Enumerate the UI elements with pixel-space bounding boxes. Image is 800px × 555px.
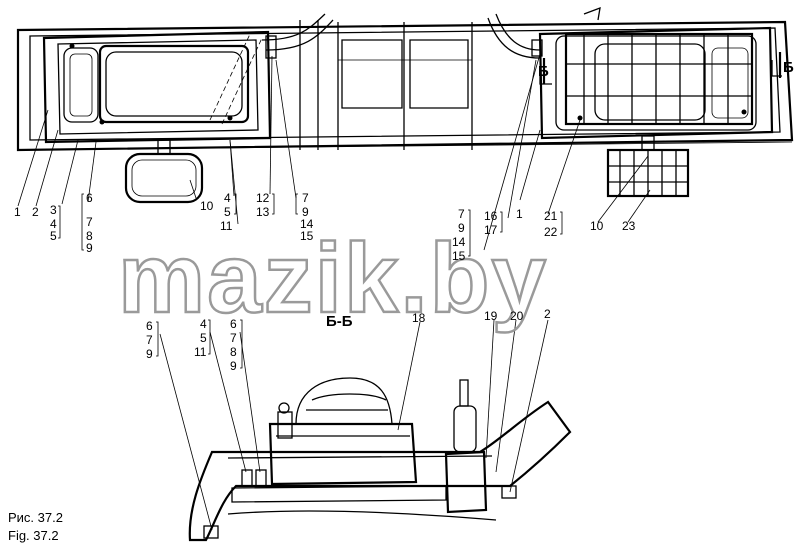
callout: 12 [256,191,270,205]
callout: 1 [14,205,21,219]
callout: 17 [484,223,498,237]
callout: 22 [544,225,558,239]
callout: 10 [590,219,604,233]
watermark: mazik.by [118,223,548,333]
section-view [188,377,572,542]
callout: 7 [230,331,237,345]
callout: 9 [230,359,237,373]
top-leader-lines [17,53,651,251]
callout: 21 [544,209,558,223]
callout: 20 [510,309,524,323]
callout: 5 [200,331,207,345]
section-callouts: 6 7 9 4 5 11 6 7 8 9 18 19 20 2 [146,307,551,373]
callout: 9 [302,205,309,219]
callout: 7 [146,333,153,347]
section-title: Б-Б [326,313,353,330]
right-headlamp-housing [487,6,782,140]
callout: 7 [302,191,309,205]
callout: 1 [516,207,523,221]
section-leader-lines [159,319,549,531]
callout: 4 [50,217,57,231]
caption-ru: Рис. 37.2 [8,510,63,525]
callout: 19 [484,309,498,323]
callout: 7 [86,215,93,229]
hose [261,13,334,59]
callout: 16 [484,209,498,223]
top-callouts: 1 2 3 4 5 6 7 8 9 10 4 5 11 12 13 7 9 14… [14,191,636,263]
section-marker-left: Б [538,63,549,80]
callout: 15 [300,229,314,243]
callout: 15 [452,249,466,263]
callout: 5 [50,229,57,243]
callout: 9 [146,347,153,361]
callout: 9 [86,241,93,255]
callout: 10 [200,199,214,213]
section-markers: Б Б [538,52,794,84]
callout: 4 [200,317,207,331]
callout: 2 [544,307,551,321]
callout: 9 [458,221,465,235]
right-fog-lamp [606,135,690,198]
left-fog-lamp [124,139,204,204]
callout: 7 [458,207,465,221]
callout: 14 [452,235,466,249]
callout: 6 [146,319,153,333]
callout: 3 [50,203,57,217]
callout: 8 [230,345,237,359]
left-headlamp-housing [42,30,272,144]
callout: 14 [300,217,314,231]
callout: 11 [220,219,233,233]
bumper-panel [16,20,794,152]
caption-en: Fig. 37.2 [8,528,59,543]
callout: 6 [230,317,237,331]
callout: 6 [86,191,93,205]
callout: 11 [194,345,207,359]
callout: 13 [256,205,270,219]
section-marker-right: Б [783,59,794,76]
callout: 8 [86,229,93,243]
callout: 2 [32,205,39,219]
callout: 5 [224,205,231,219]
callout: 18 [412,311,426,325]
callout: 23 [622,219,636,233]
callout: 4 [224,191,231,205]
